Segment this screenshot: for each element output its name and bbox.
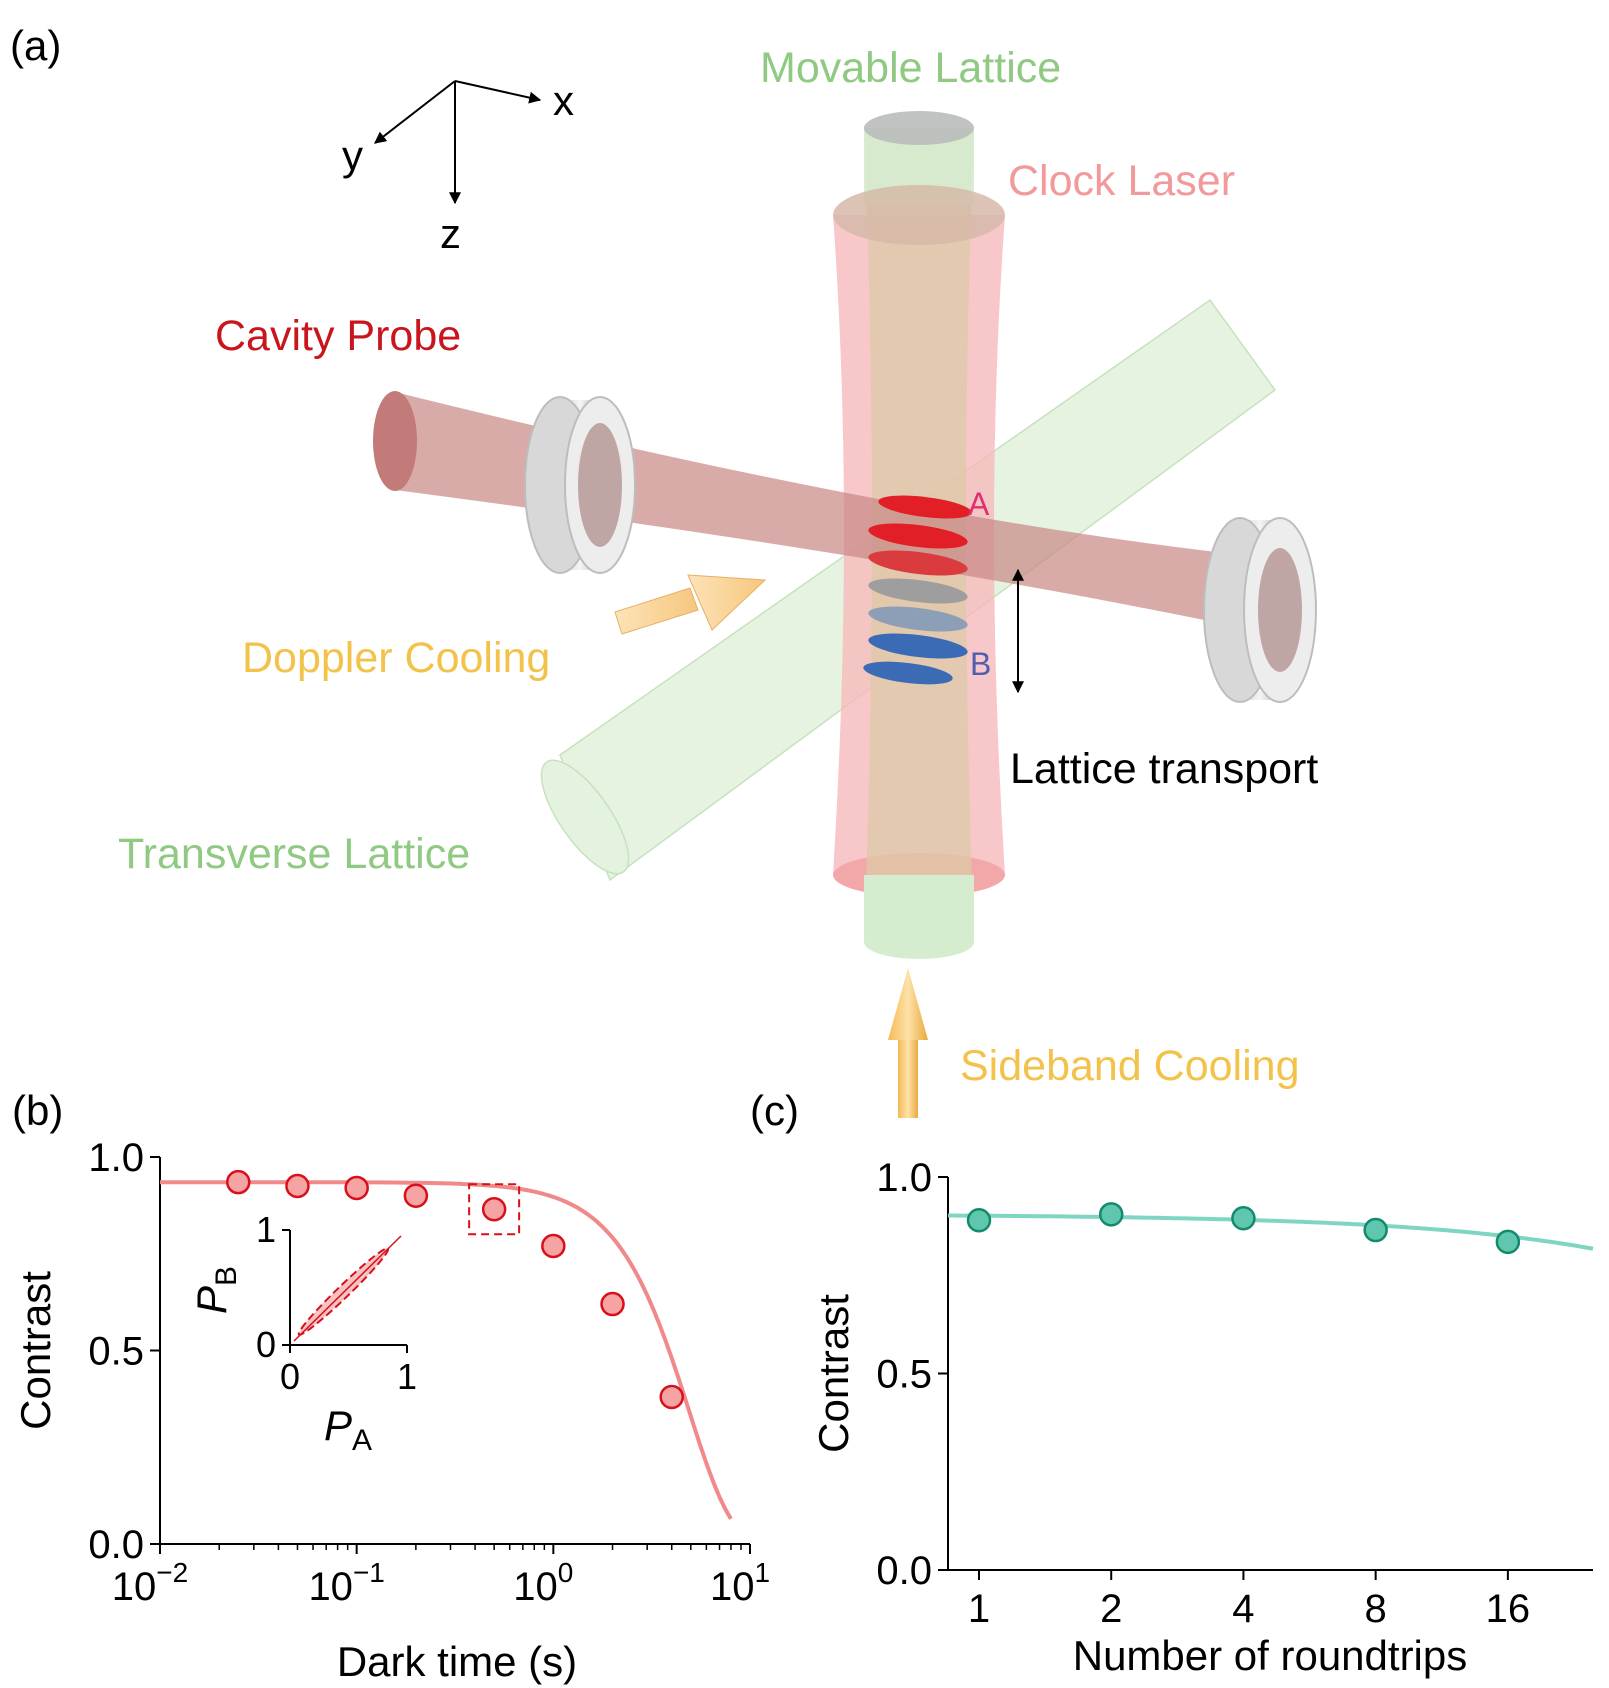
chart-b-y-tick-label: 0.5 xyxy=(88,1330,144,1374)
x-axis-arrow xyxy=(454,80,542,104)
chart-b-x-tick-label: 10−2 xyxy=(112,1557,188,1609)
inset-x-tick-label: 1 xyxy=(397,1356,417,1397)
inset-x-tick-label: 0 xyxy=(280,1356,300,1397)
chart-c-fit-line xyxy=(948,1213,1594,1251)
chart-c-y-tick-label: 0.0 xyxy=(876,1549,932,1593)
chart-b-x-tick-label: 10−1 xyxy=(308,1557,384,1609)
chart-b-fit-line xyxy=(160,1180,733,1520)
chart-b-data-point xyxy=(344,1175,369,1201)
y-axis-arrow xyxy=(374,80,456,144)
inset-y-label: PB xyxy=(188,1266,243,1314)
inset-diagonal-line xyxy=(293,1235,402,1342)
chart-b-data-point xyxy=(659,1384,684,1410)
chart-b-y-label: Contrast xyxy=(12,1271,59,1430)
doppler-cooling-arrow xyxy=(614,574,767,635)
chart-c-data-point xyxy=(1098,1202,1124,1227)
panel-label-a: (a) xyxy=(10,22,61,69)
chart-b-data-point xyxy=(600,1291,625,1317)
doppler-cooling-label: Doppler Cooling xyxy=(242,634,550,682)
chart-c-x-tick-label: 16 xyxy=(1486,1587,1531,1631)
transverse-lattice-label: Transverse Lattice xyxy=(118,830,470,878)
chart-c-data-point xyxy=(1495,1229,1521,1255)
atom-ensembles xyxy=(863,495,972,685)
ensemble-label-a: A xyxy=(968,486,990,522)
cavity-probe-label: Cavity Probe xyxy=(215,312,461,360)
chart-c-y-tick-label: 0.5 xyxy=(876,1353,932,1397)
chart-c-data-point xyxy=(1363,1217,1388,1243)
panel-a: (a) x y z xyxy=(10,22,1318,1118)
clock-laser-top-cap xyxy=(833,185,1005,245)
chart-b-y-tick-label: 0.0 xyxy=(88,1523,144,1567)
lattice-transport-label: Lattice transport xyxy=(1010,745,1318,793)
chart-c-x-tick-label: 1 xyxy=(968,1587,990,1631)
coordinate-axes xyxy=(374,80,542,205)
chart-b-data-point xyxy=(481,1196,507,1222)
chart-b-x-tick-label: 101 xyxy=(710,1557,770,1609)
axis-label-z: z xyxy=(440,210,461,257)
chart-c-x-tick-label: 8 xyxy=(1365,1587,1387,1631)
inset-y-tick-label: 1 xyxy=(256,1209,276,1250)
axis-label-y: y xyxy=(342,132,363,179)
inset-y-tick-label: 0 xyxy=(256,1324,276,1365)
chart-b-data-point xyxy=(226,1169,251,1195)
chart-c-y-label: Contrast xyxy=(810,1294,857,1453)
chart-b-x-tick-label: 100 xyxy=(513,1557,573,1609)
cavity-mirror-left xyxy=(524,396,636,574)
chart-b-data-point xyxy=(541,1233,566,1259)
inset-x-label: PA xyxy=(324,1402,372,1457)
cavity-mirror-right xyxy=(1203,517,1317,703)
sideband-cooling-label: Sideband Cooling xyxy=(960,1042,1300,1090)
movable-lattice-label: Movable Lattice xyxy=(760,44,1061,92)
chart-b-data-point xyxy=(285,1173,310,1199)
chart-c-y-tick-label: 1.0 xyxy=(876,1156,932,1200)
chart-b-data-point xyxy=(403,1183,429,1208)
chart-b-y-tick-label: 1.0 xyxy=(88,1136,144,1180)
panel-label-c: (c) xyxy=(750,1087,799,1134)
chart-c-x-tick-label: 4 xyxy=(1232,1587,1254,1631)
axis-label-x: x xyxy=(553,77,574,124)
chart-b-x-label: Dark time (s) xyxy=(337,1638,577,1685)
chart-c-x-label: Number of roundtrips xyxy=(1073,1632,1468,1679)
chart-c-x-tick-label: 2 xyxy=(1100,1587,1122,1631)
sideband-cooling-arrow xyxy=(888,968,928,1118)
chart-c-data-point xyxy=(966,1207,992,1233)
ensemble-label-b: B xyxy=(970,646,991,682)
chart-c-data-point xyxy=(1231,1206,1256,1231)
chart-b-highlight-box xyxy=(468,1183,521,1236)
chart-b-inset: 00 1 1PA PB xyxy=(188,1209,417,1457)
panel-label-b: (b) xyxy=(12,1087,63,1134)
clock-laser-label: Clock Laser xyxy=(1008,157,1235,205)
